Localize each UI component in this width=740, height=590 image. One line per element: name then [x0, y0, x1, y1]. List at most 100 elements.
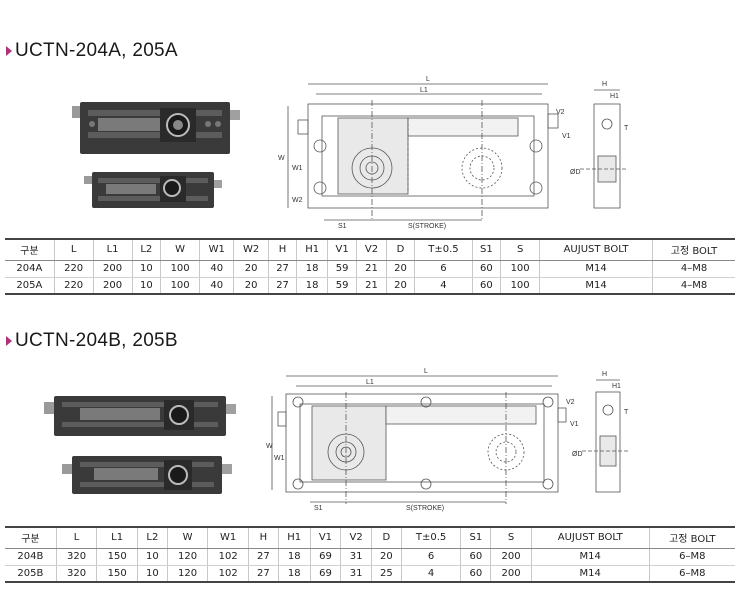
table-cell: 4–M8 [652, 277, 735, 295]
col-header: W [160, 238, 200, 261]
col-header: V1 [326, 238, 357, 261]
table-cell: 4 [414, 277, 473, 295]
section-title-b: UCTN-204B, 205B [6, 330, 178, 352]
table-cell: 10 [131, 260, 161, 278]
table-cell: 6–M8 [648, 565, 735, 583]
dim-label-D: ØD [572, 451, 583, 458]
col-header: L [53, 238, 94, 261]
table-cell: 10 [136, 565, 168, 583]
dim-label-V1: V1 [562, 133, 571, 140]
col-header: H [247, 526, 279, 549]
dim-label-S: S(STROKE) [408, 223, 446, 230]
col-header: S1 [460, 526, 491, 549]
spec-table-a: 구분 L L1 L2 W W1 W2 H H1 V1 V2 D T±0.5 S1… [5, 238, 735, 295]
dim-label-L1: L1 [366, 379, 374, 386]
spec-table-b: 구분 L L1 L2 W W1 H H1 V1 V2 D T±0.5 S1 S … [5, 526, 735, 583]
col-header: W [166, 526, 208, 549]
table-cell: 6 [414, 260, 473, 278]
table-cell: 31 [340, 548, 372, 566]
col-header: H1 [296, 238, 328, 261]
table-cell: 200 [490, 565, 532, 583]
table-cell: 60 [471, 277, 501, 295]
product-photo-b [44, 396, 236, 494]
bullet-triangle-icon [6, 46, 12, 56]
dim-label-V1: V1 [570, 421, 579, 428]
table-cell: M14 [539, 260, 653, 278]
col-header: 고정 BOLT [652, 238, 735, 261]
section-title-b-text: UCTN-204B, 205B [15, 330, 178, 351]
dim-label-H1: H1 [612, 383, 621, 390]
col-header: S [490, 526, 532, 549]
table-cell: 150 [96, 548, 138, 566]
table-cell: 21 [356, 277, 387, 295]
table-cell: 60 [471, 260, 501, 278]
table-cell: 40 [199, 260, 234, 278]
table-cell: 200 [92, 260, 133, 278]
table-cell: 100 [160, 260, 200, 278]
dim-label-T: T [624, 409, 629, 416]
table-cell: 120 [166, 548, 208, 566]
dim-label-H: H [602, 371, 607, 378]
dim-label-S1: S1 [314, 505, 323, 512]
product-photo-a [72, 102, 240, 208]
col-header: D [385, 238, 415, 261]
table-cell: 27 [247, 548, 279, 566]
col-header: D [370, 526, 402, 549]
col-header: W2 [233, 238, 269, 261]
table-cell: 200 [490, 548, 532, 566]
table-cell: 205A [5, 277, 55, 295]
table-cell: 6–M8 [648, 548, 735, 566]
table-cell: 18 [296, 277, 328, 295]
table-cell: 10 [136, 548, 168, 566]
dim-label-S1: S1 [338, 223, 347, 230]
dim-label-W2: W2 [292, 197, 303, 204]
table-cell: 20 [370, 548, 402, 566]
col-header: H [267, 238, 297, 261]
col-header: H1 [277, 526, 311, 549]
col-header: L2 [131, 238, 161, 261]
table-cell: 59 [326, 260, 357, 278]
table-cell: 27 [267, 260, 297, 278]
table-cell: 220 [53, 260, 94, 278]
col-header: 구분 [5, 526, 57, 549]
table-header-row: 구분 L L1 L2 W W1 H H1 V1 V2 D T±0.5 S1 S … [5, 526, 735, 549]
table-cell: 31 [340, 565, 372, 583]
table-header-row: 구분 L L1 L2 W W1 W2 H H1 V1 V2 D T±0.5 S1… [5, 238, 735, 261]
table-row: 205B 320 150 10 120 102 27 18 69 31 25 4… [5, 565, 735, 583]
table-cell: 4 [400, 565, 461, 583]
col-header: L1 [96, 526, 138, 549]
table-cell: 100 [500, 260, 540, 278]
table-cell: 6 [400, 548, 461, 566]
section-title-a-text: UCTN-204A, 205A [15, 40, 178, 61]
col-header: W1 [199, 238, 234, 261]
table-cell: 204B [5, 548, 57, 566]
table-cell: 25 [370, 565, 402, 583]
table-cell: 27 [267, 277, 297, 295]
dim-label-W: W [278, 155, 285, 162]
col-header: L [55, 526, 97, 549]
table-cell: 21 [356, 260, 387, 278]
section-title-a: UCTN-204A, 205A [6, 40, 178, 62]
table-row: 204A 220 200 10 100 40 20 27 18 59 21 20… [5, 260, 735, 278]
table-cell: 120 [166, 565, 208, 583]
dim-label-W1: W1 [274, 455, 285, 462]
dim-label-L: L [426, 76, 430, 83]
table-cell: 10 [131, 277, 161, 295]
dim-label-V2: V2 [566, 399, 575, 406]
table-cell: 150 [96, 565, 138, 583]
dim-label-H: H [602, 81, 607, 88]
dim-label-D: ØD [570, 169, 581, 176]
table-cell: M14 [530, 565, 650, 583]
table-cell: 102 [207, 565, 249, 583]
table-cell: 4–M8 [652, 260, 735, 278]
dim-label-S: S(STROKE) [406, 505, 444, 512]
dim-label-H1: H1 [610, 93, 619, 100]
col-header: L1 [92, 238, 133, 261]
technical-drawing-b: L L1 W W1 V2 V1 S1 S(STROKE) H H1 ØD T [266, 368, 630, 512]
table-cell: 20 [385, 260, 415, 278]
table-cell: 27 [247, 565, 279, 583]
col-header: V2 [340, 526, 372, 549]
dim-label-V2: V2 [556, 109, 565, 116]
col-header: L2 [136, 526, 168, 549]
table-cell: 320 [55, 565, 97, 583]
